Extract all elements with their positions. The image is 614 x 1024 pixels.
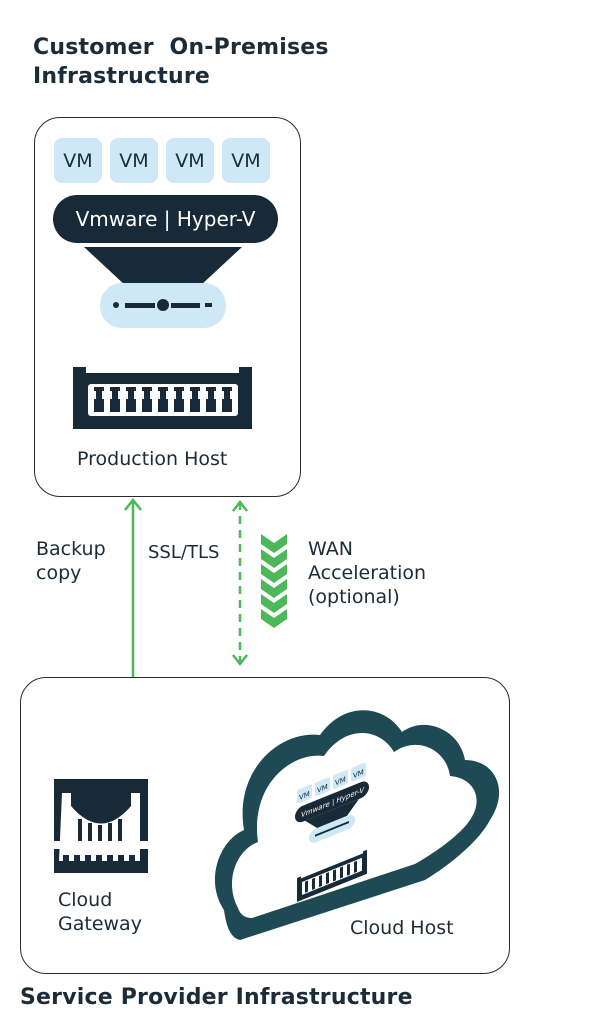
cloud-vm-label: VM: [299, 789, 310, 802]
rack-slot: [94, 387, 104, 412]
wan-acceleration-chevrons-icon: [261, 534, 287, 628]
chevron-down-icon: [261, 564, 287, 583]
wan-acceleration-label: WAN Acceleration (optional): [308, 537, 426, 609]
chevron-down-icon: [261, 534, 287, 553]
chevron-down-icon: [261, 549, 287, 568]
arrow-head-up-icon: [124, 497, 142, 511]
vm-tile: VM: [166, 138, 214, 183]
vm-tile: VM: [110, 138, 158, 183]
backup-copy-label: Backup copy: [36, 537, 106, 585]
cloud-host-icon: VM VM VM VM Vmware | Hyper-V: [214, 710, 500, 940]
ssl-tls-label: SSL/TLS: [148, 542, 220, 563]
rack-slot: [142, 387, 152, 412]
chevron-down-icon: [261, 609, 287, 628]
vm-tile: VM: [54, 138, 102, 183]
service-provider-title: Service Provider Infrastructure: [20, 985, 413, 1010]
vm-tile: VM: [222, 138, 270, 183]
wan-label-line1: WAN: [308, 538, 353, 560]
rack-slot: [222, 387, 232, 412]
vm-row: VM VM VM VM: [54, 138, 270, 183]
customer-title-line2: Infrastructure: [33, 64, 211, 89]
hypervisor-funnel-icon: [84, 247, 242, 328]
backup-label-line1: Backup: [36, 538, 106, 560]
wan-label-line3: (optional): [308, 586, 400, 608]
arrow-head-up-icon: [232, 499, 248, 512]
gateway-label-line1: Cloud: [58, 889, 113, 911]
production-host-label: Production Host: [77, 448, 228, 470]
rack-slot: [110, 387, 120, 412]
wan-dashed-arrow: [232, 499, 248, 667]
cloud-gateway-icon: [54, 779, 148, 873]
chevron-down-icon: [261, 579, 287, 598]
rack-slot: [174, 387, 184, 412]
customer-title-line1: Customer On-Premises: [33, 35, 329, 60]
cloud-host-label: Cloud Host: [350, 917, 454, 939]
cloud-gateway-label: Cloud Gateway: [58, 888, 142, 936]
rack-slot: [126, 387, 136, 412]
customer-infrastructure-title: Customer On-Premises Infrastructure: [33, 33, 329, 91]
production-host-rack-icon: [73, 367, 252, 429]
hypervisor-pill: Vmware | Hyper-V: [53, 195, 278, 243]
cloud-vm-label: VM: [335, 775, 346, 788]
gateway-label-line2: Gateway: [58, 913, 142, 935]
wan-label-line2: Acceleration: [308, 562, 427, 584]
cloud-vm-label: VM: [353, 767, 364, 780]
rack-slot: [158, 387, 168, 412]
arrow-head-down-icon: [232, 654, 248, 667]
rack-slot: [190, 387, 200, 412]
funnel-shape: [84, 247, 242, 286]
chevron-down-icon: [261, 594, 287, 613]
backup-label-line2: copy: [36, 562, 82, 584]
cloud-vm-label: VM: [317, 782, 328, 795]
rack-slot: [206, 387, 216, 412]
